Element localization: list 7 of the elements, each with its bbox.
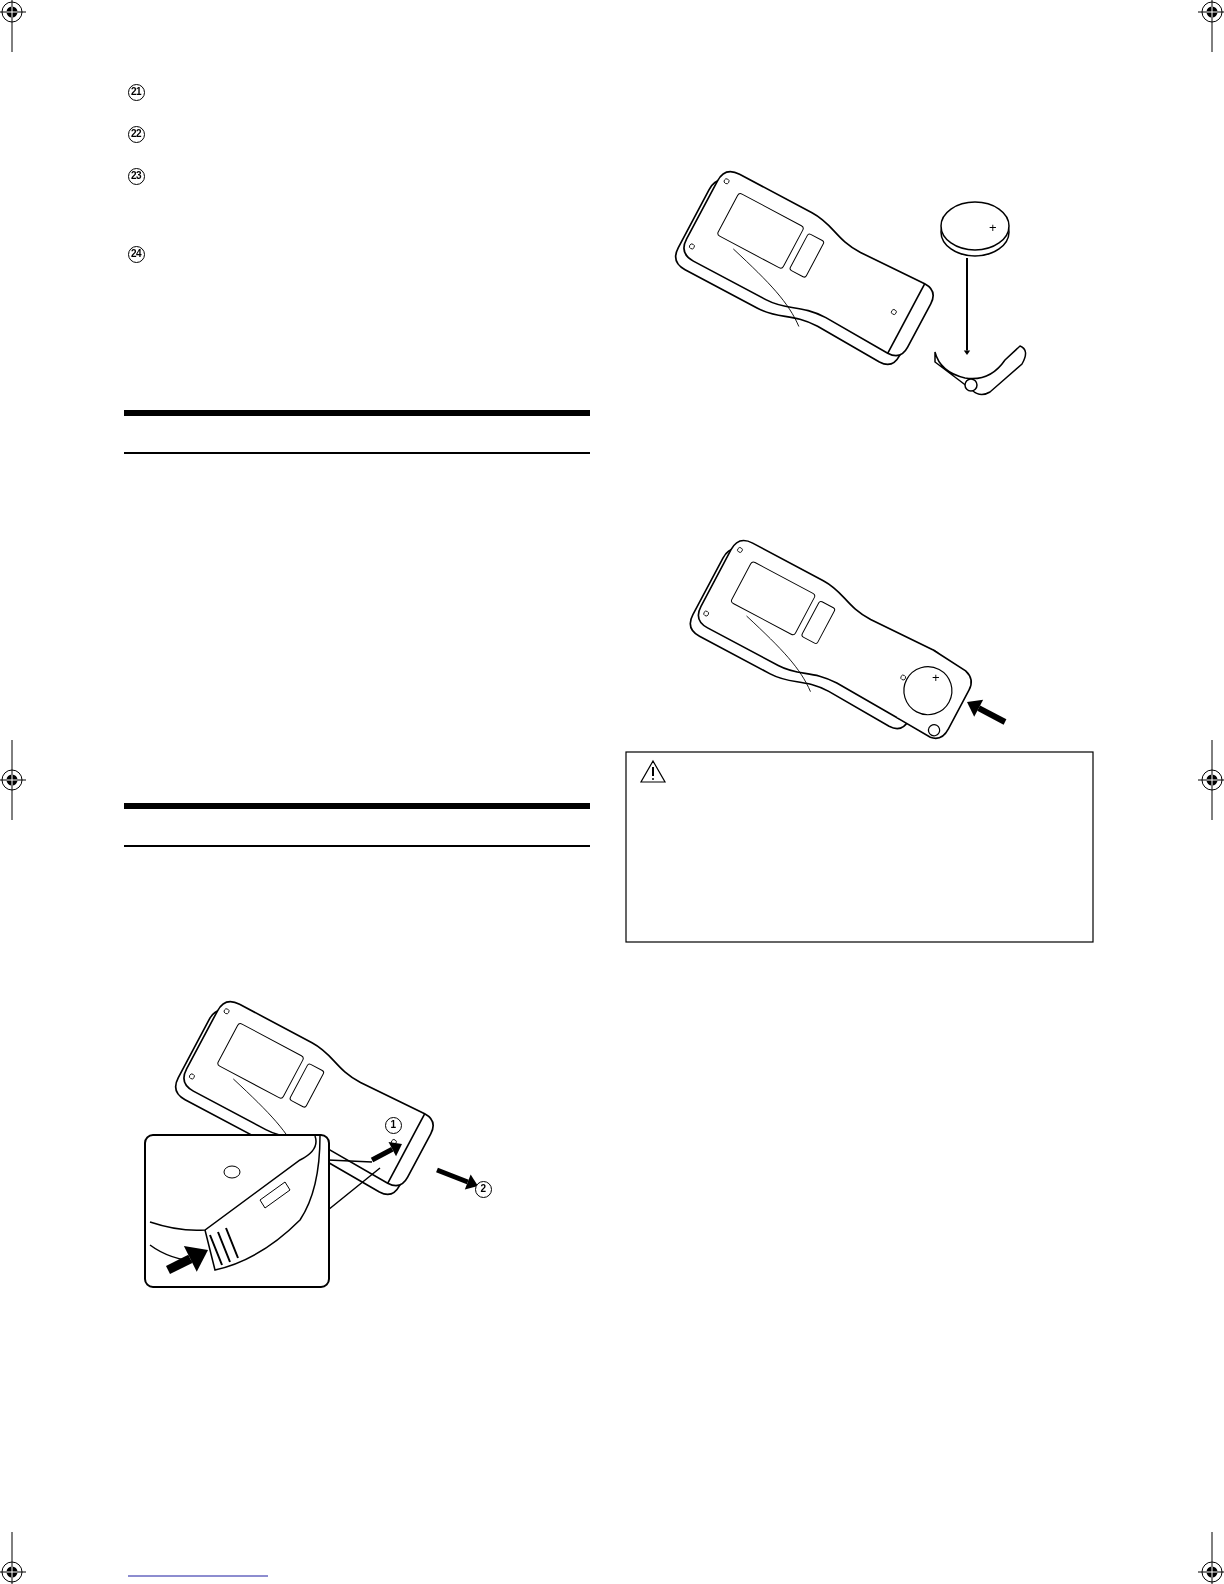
callout-number: 21 — [127, 83, 145, 101]
callout-number: 2 — [474, 1180, 492, 1198]
callout-number: 22 — [127, 125, 145, 143]
polarity-mark: + — [989, 221, 997, 234]
callout-number: 24 — [127, 245, 145, 263]
callout-number: 23 — [127, 167, 145, 185]
polarity-mark: + — [932, 671, 940, 684]
